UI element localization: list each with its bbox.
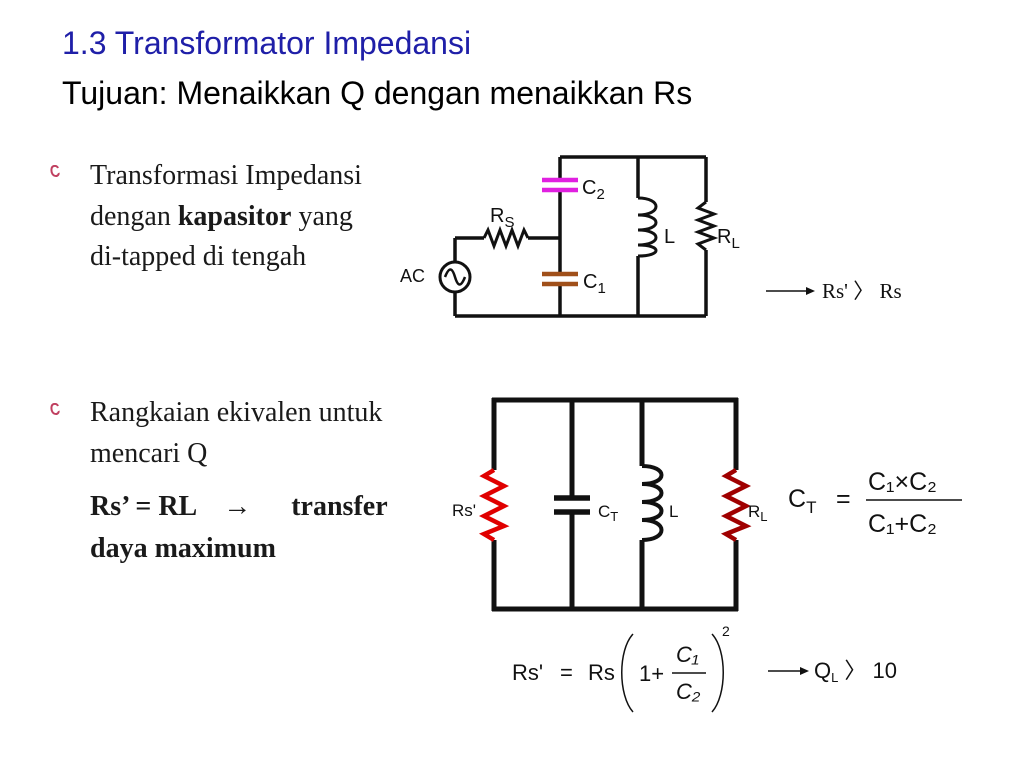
slide-title: 1.3 Transformator Impedansi — [62, 25, 472, 61]
result-arrow-2 — [768, 667, 809, 675]
rs-formula-result: QL〉 10 — [814, 658, 897, 685]
ac-source — [438, 260, 472, 294]
result-arrow-1 — [766, 287, 815, 295]
ct-label: CT — [598, 502, 618, 524]
right-paren — [711, 633, 724, 713]
rs-formula-denominator: C₂ — [676, 679, 701, 704]
circuit1-wires — [453, 155, 708, 318]
slide-subtitle: Tujuan: Menaikkan Q dengan menaikkan Rs — [62, 75, 693, 111]
bullet1-text: Transformasi Impedansi dengan kapasitor … — [90, 156, 362, 278]
bullet2-line3-left: Rs’ = RL — [90, 491, 198, 522]
bullet1-line3: di-tapped di tengah — [90, 241, 307, 273]
bullet2-bold-text: Rs’ = RL → transfer daya maximum — [90, 486, 388, 570]
circuit2-wires — [491, 397, 739, 612]
rs-resistor — [482, 225, 530, 251]
bullet2-line2: mencari Q — [90, 437, 208, 469]
rs-formula-lhs: Rs' — [512, 660, 543, 685]
ct-capacitor — [554, 495, 590, 515]
l-inductor — [637, 196, 658, 258]
c1-capacitor — [542, 271, 578, 287]
c2-label: C2 — [582, 177, 605, 203]
rl2-label: RL — [748, 502, 768, 524]
l2-label: L — [669, 502, 678, 521]
bullet-icon — [50, 165, 60, 177]
c1-label: C1 — [583, 271, 606, 297]
bullet1-line2-bold: kapasitor — [177, 200, 292, 232]
l2-inductor — [641, 464, 664, 542]
ct-formula-numerator: C₁×C₂ — [868, 468, 937, 496]
c2-capacitor — [542, 177, 578, 193]
bullet2-line4: daya maximum — [90, 533, 276, 564]
rl-label: RL — [717, 226, 740, 252]
bullet2-line1: Rangkaian ekivalen untuk — [90, 397, 383, 428]
rs-formula-rs: Rs — [588, 660, 615, 685]
bullet1-line2-post: yang — [291, 200, 353, 232]
rs-formula-exponent: 2 — [722, 623, 730, 639]
rs-formula-eq: = — [560, 660, 573, 685]
bullet2-text: Rangkaian ekivalen untuk mencari Q — [90, 393, 382, 474]
bullet1-line2-pre: dengan — [90, 200, 178, 232]
rl-resistor — [693, 200, 719, 252]
circuit1-result: Rs' 〉 Rs — [822, 279, 902, 303]
rl2-resistor — [720, 468, 752, 542]
ct-formula-lhs: CT — [788, 485, 816, 517]
implies-arrow: → — [223, 491, 252, 522]
ct-formula-eq: = — [836, 485, 851, 513]
bullet1-line1: Transformasi Impedansi — [90, 160, 362, 191]
rs-prime-label: Rs' — [452, 501, 476, 520]
l-label: L — [664, 226, 675, 248]
rs-prime-resistor — [478, 468, 510, 542]
rs-formula-one-plus: 1+ — [639, 661, 664, 686]
ac-label: AC — [400, 266, 425, 286]
rs-label: RS — [490, 205, 514, 231]
ct-formula-denominator: C₁+C₂ — [868, 510, 937, 538]
bullet2-line3-right: transfer — [291, 491, 388, 522]
bullet-icon — [50, 403, 60, 415]
bullet2-line3: Rs’ = RL → transfer — [90, 486, 388, 528]
left-paren — [621, 633, 634, 713]
rs-formula-numerator: C₁ — [676, 642, 699, 667]
bullet1-line2: dengan kapasitor yang — [90, 197, 362, 238]
